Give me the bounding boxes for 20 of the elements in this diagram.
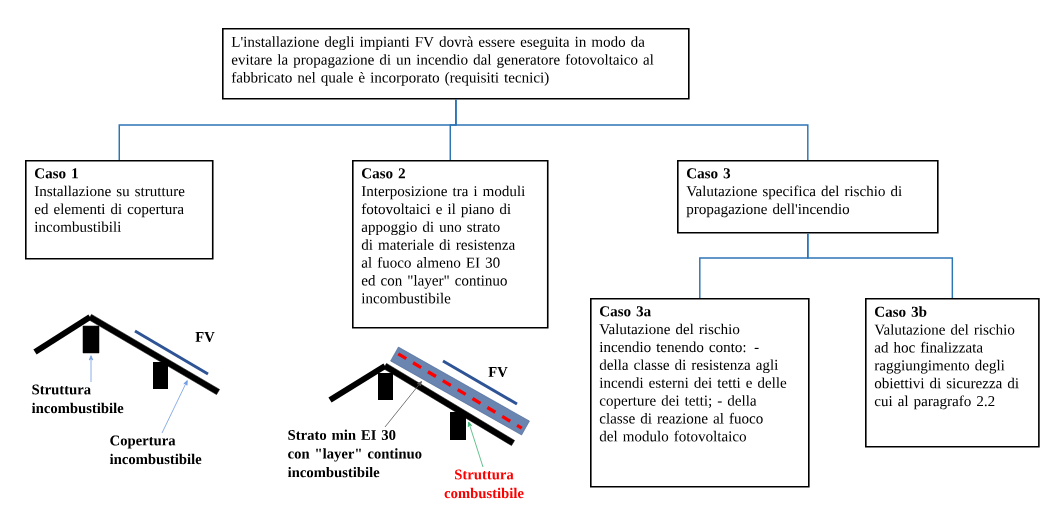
text-box: L'installazione degli impianti FV dovrà essere eseguita in modo da evitare la propagazione di un incendio dal generatore fotovoltaico al fabbricato nel quale è incorporato (requisiti tecnici) xyxy=(222,28,690,100)
roof-structure xyxy=(383,363,515,446)
text-box: Caso 2 Interposizione tra i moduli fotovoltaici e il piano di appoggio di uno strato di materiale di resistenza al fuoco almeno EI 30 ed con "layer" continuo incombustibile xyxy=(352,160,549,329)
callout-text: Copertura incombustibile xyxy=(109,435,202,465)
leader-line xyxy=(467,421,484,468)
connector-line xyxy=(455,98,809,161)
support-block xyxy=(82,325,100,354)
leader-line xyxy=(384,381,422,428)
callout-text: Struttura combustibile xyxy=(444,469,524,499)
callout-text: Struttura incombustibile xyxy=(31,384,124,414)
callout-text: Strato min EI 30 con "layer" continuo incombustibile xyxy=(287,429,422,478)
leader-line xyxy=(161,380,188,434)
text-box: Caso 3 Valutazione specifica del rischio di propagazione dell'incendio xyxy=(677,160,939,234)
text-box: Caso 1 Installazione su strutture ed elementi di copertura incombustibili xyxy=(25,160,214,260)
fv-label: FV xyxy=(488,367,508,377)
fv-label: FV xyxy=(195,332,215,342)
text-box: Caso 3b Valutazione del rischio ad hoc finalizzata raggiungimento degli obiettivi di sicurezza di cui al paragrafo 2.2 xyxy=(865,298,1040,448)
leader-line xyxy=(88,355,94,383)
connector-line xyxy=(807,232,954,299)
text-box: Caso 3a Valutazione del rischio incendio tenendo conto: - della classe di resistenza agli incendi esterni dei tetti e delle coperture dei tetti; - della classe di reazione al fuoco del modulo fotovoltaico xyxy=(590,298,810,488)
